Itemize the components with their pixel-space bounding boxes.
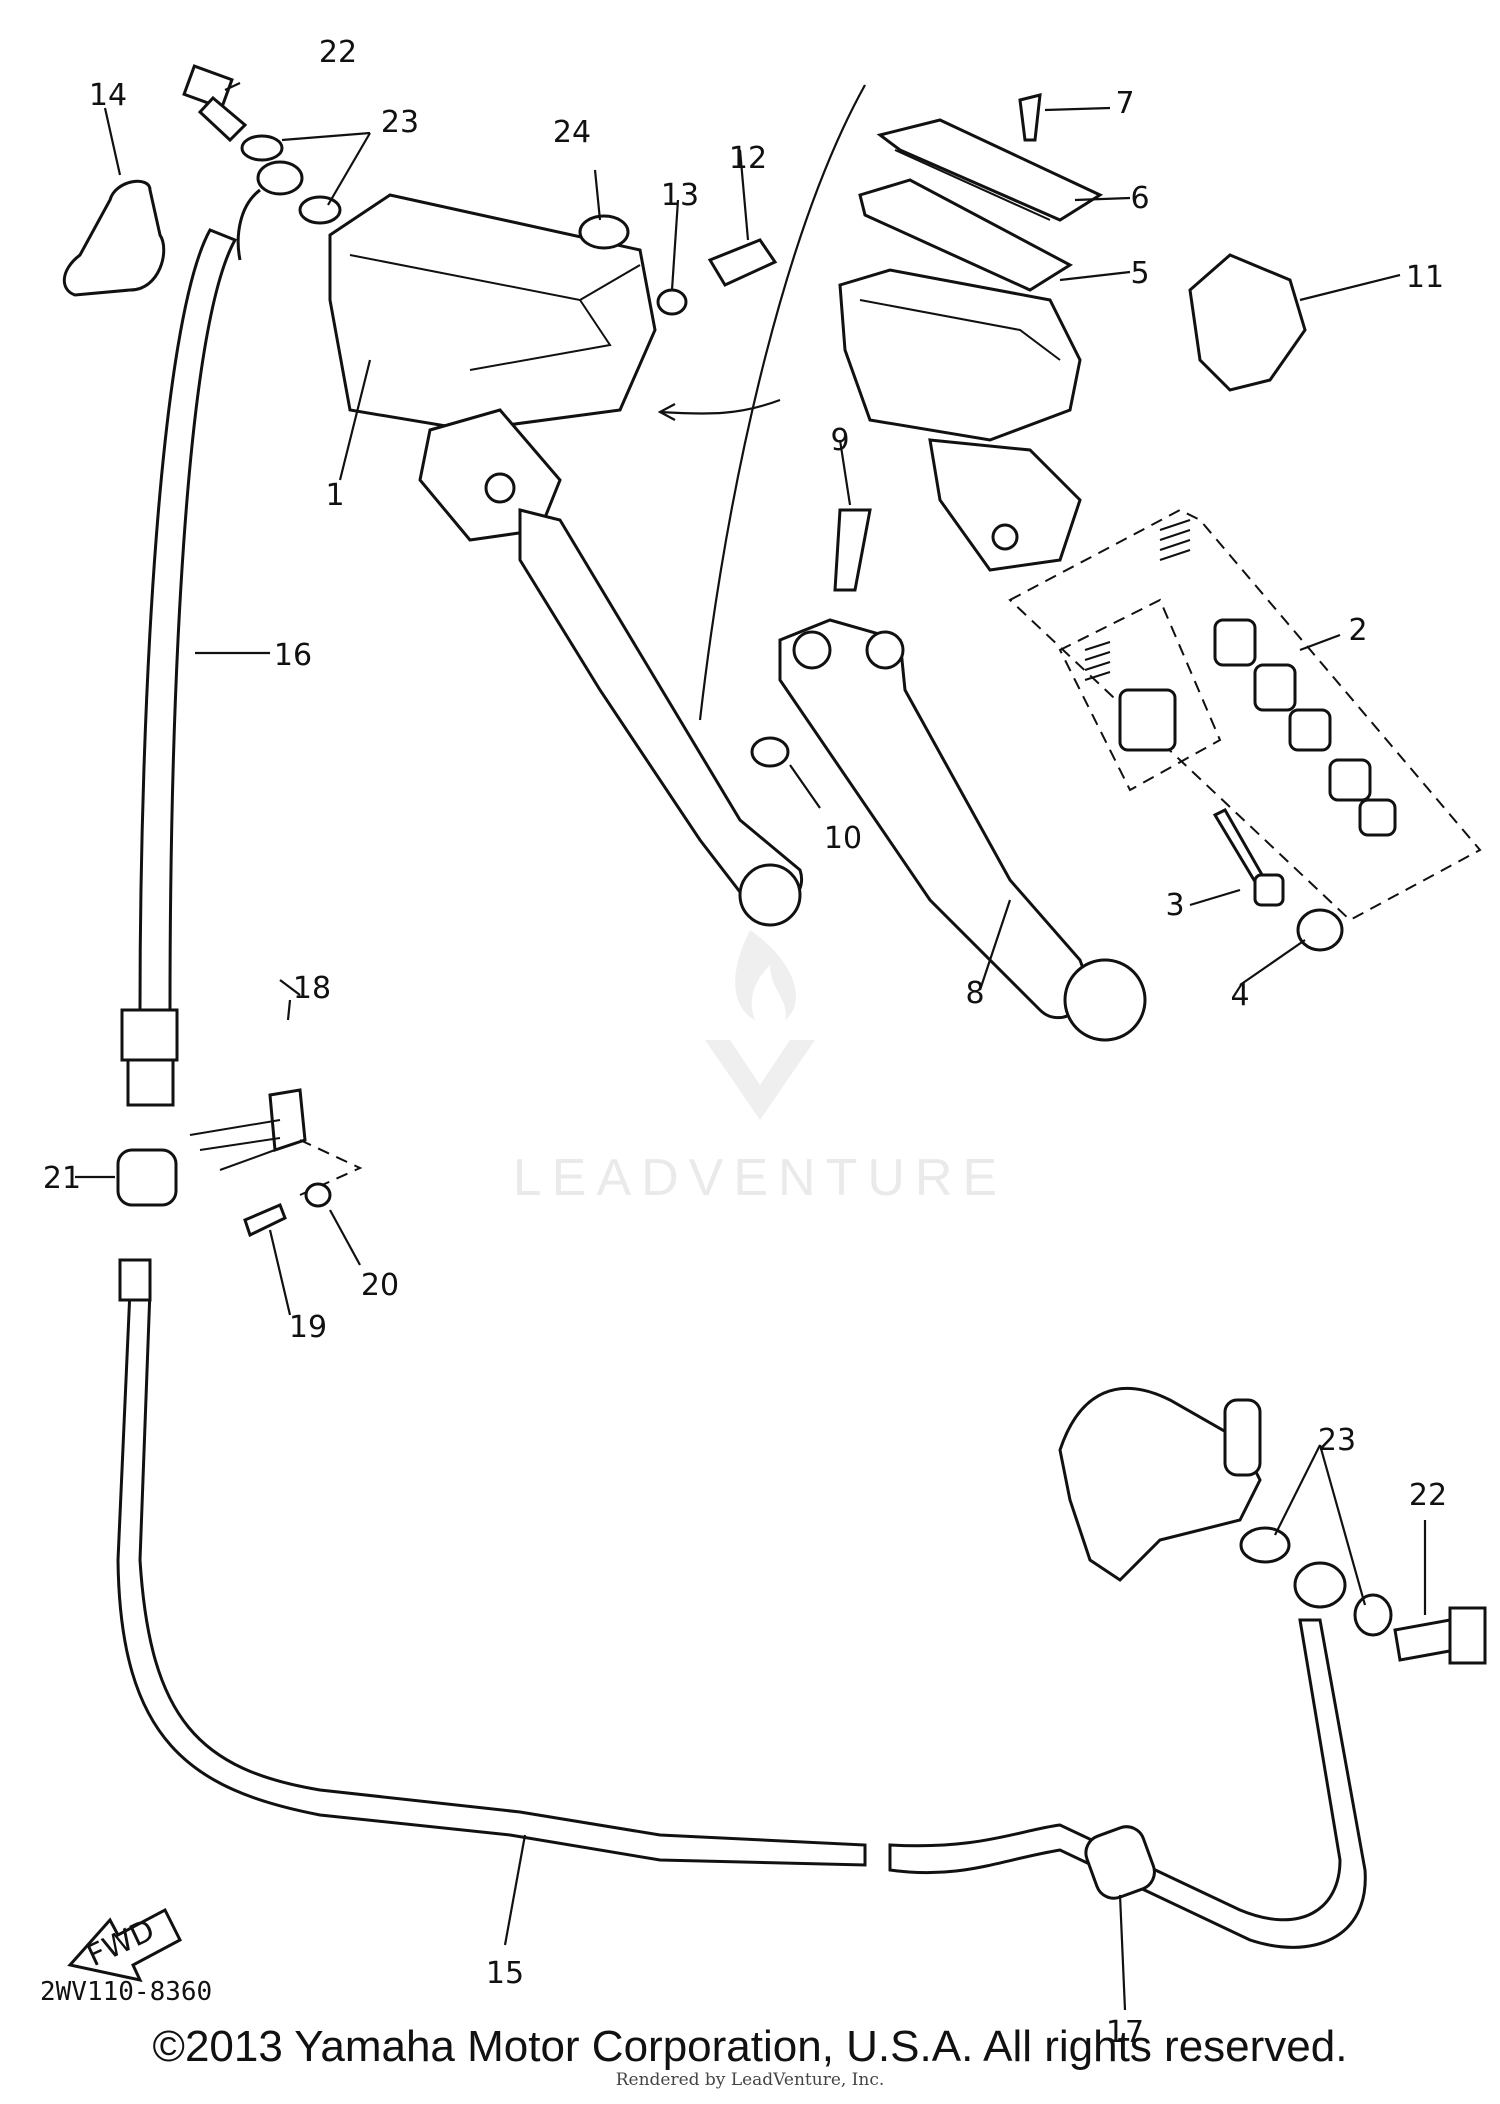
dust-boot — [62, 179, 166, 297]
fwd-arrow-icon: FWD — [67, 1907, 182, 1983]
banjo-bolt-bottom — [1393, 1618, 1457, 1662]
cover-11 — [1188, 253, 1307, 392]
callout-23-top: 23 — [381, 105, 419, 140]
divider-line — [698, 84, 866, 721]
cap-24 — [578, 214, 630, 250]
callout-7: 7 — [1115, 86, 1134, 121]
grommet-21 — [116, 1148, 178, 1207]
leadventure-watermark: LEADVENTURE — [513, 930, 1007, 1207]
callout-15: 15 — [486, 1956, 524, 1991]
callout-17: 17 — [1106, 2015, 1144, 2050]
callout-8: 8 — [965, 976, 984, 1011]
callout-13: 13 — [661, 178, 699, 213]
nut-10 — [750, 736, 790, 768]
clip-18 — [268, 1088, 307, 1153]
callout-21: 21 — [43, 1161, 81, 1196]
callout-12: 12 — [729, 141, 767, 176]
washer-bottom-1 — [1239, 1526, 1291, 1564]
callout-14: 14 — [89, 78, 127, 113]
piston-kit-box — [1008, 508, 1482, 922]
piston-subkit-box — [1058, 598, 1222, 792]
pivot-bolt-12 — [707, 238, 778, 287]
nut-13 — [656, 288, 688, 316]
boot-4 — [1296, 908, 1344, 952]
bolt-9 — [833, 508, 872, 592]
callout-24: 24 — [553, 115, 591, 150]
callout-23-bottom: 23 — [1318, 1423, 1356, 1458]
watermark-flame-icon — [735, 930, 796, 1020]
callout-10: 10 — [824, 821, 862, 856]
washer-top-1 — [240, 134, 284, 162]
direction-arrow — [659, 398, 781, 415]
washer-bottom-2 — [1353, 1593, 1393, 1637]
lever-8 — [778, 618, 1087, 1020]
watermark-text: LEADVENTURE — [513, 1149, 1007, 1207]
banjo-bolt-top — [182, 64, 248, 143]
callout-16: 16 — [274, 638, 312, 673]
brake-hose-17 — [888, 1618, 1367, 1949]
callout-19: 19 — [289, 1310, 327, 1345]
callouts: 1 2 3 4 5 6 7 8 9 10 11 12 13 14 15 16 1… — [43, 35, 1447, 2050]
callout-20: 20 — [361, 1268, 399, 1303]
callout-3: 3 — [1165, 888, 1184, 923]
brake-hose-15 — [116, 1288, 867, 1867]
callout-18: 18 — [293, 971, 331, 1006]
brake-hose-16 — [120, 160, 304, 1107]
caliper — [1058, 1386, 1262, 1582]
bolt-19 — [243, 1203, 287, 1238]
screw-7 — [1018, 93, 1042, 142]
rendered-by-notice: Rendered by LeadVenture, Inc. — [615, 2070, 885, 2090]
drawing-code: 2WV110-8360 — [40, 1977, 212, 2007]
washer-20 — [304, 1182, 332, 1208]
callout-1: 1 — [325, 478, 344, 513]
watermark-v-icon — [705, 1040, 815, 1120]
copyright-notice: ©2013 Yamaha Motor Corporation, U.S.A. A… — [152, 2022, 1348, 2071]
master-cylinder-left — [328, 193, 804, 927]
leader-lines — [75, 82, 1427, 2011]
callout-5: 5 — [1130, 256, 1149, 291]
callout-4: 4 — [1230, 978, 1249, 1013]
callout-22-bottom: 22 — [1409, 1478, 1447, 1513]
washer-top-2 — [298, 195, 342, 225]
piston-cup — [1118, 688, 1177, 752]
callout-6: 6 — [1130, 181, 1149, 216]
master-cylinder-right — [838, 118, 1104, 572]
callout-22-top: 22 — [319, 35, 357, 70]
callout-9: 9 — [830, 423, 849, 458]
callout-2: 2 — [1348, 613, 1367, 648]
callout-11: 11 — [1406, 260, 1444, 295]
